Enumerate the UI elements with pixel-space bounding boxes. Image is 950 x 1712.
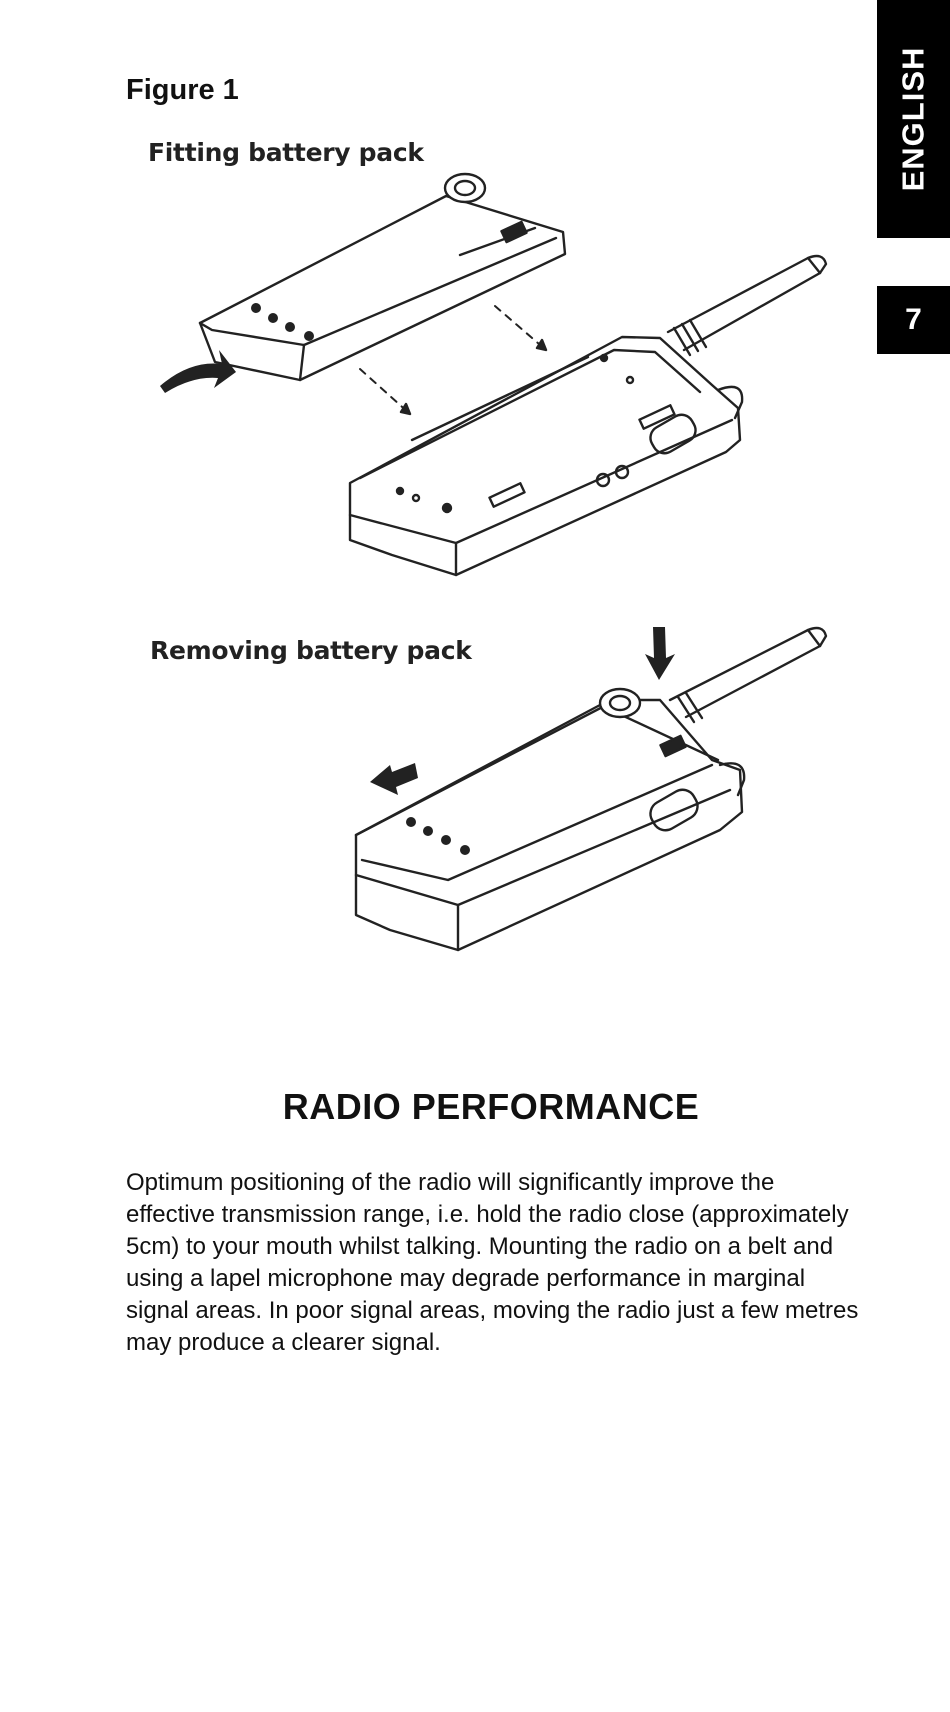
figure-label: Figure 1 bbox=[126, 74, 239, 106]
battery-contacts-lower bbox=[406, 817, 470, 855]
section-title: RADIO PERFORMANCE bbox=[282, 1086, 700, 1127]
removing-battery-caption: Removing battery pack bbox=[150, 636, 472, 665]
radio-body-open bbox=[348, 335, 744, 577]
antenna-upper bbox=[666, 254, 828, 357]
fitting-battery-caption: Fitting battery pack bbox=[148, 138, 424, 167]
radio-with-battery bbox=[354, 687, 746, 952]
page-number-tab: 7 bbox=[877, 286, 950, 354]
section-body: Optimum positioning of the radio will si… bbox=[126, 1169, 859, 1356]
slide-arrow-icon bbox=[370, 763, 418, 795]
language-tab: ENGLISH bbox=[877, 0, 950, 238]
page-number: 7 bbox=[905, 303, 922, 336]
insert-arrow-icon bbox=[160, 350, 236, 393]
antenna-lower bbox=[668, 626, 828, 724]
alignment-guides bbox=[359, 305, 547, 415]
press-arrow-icon bbox=[645, 627, 675, 680]
battery-contacts bbox=[251, 303, 314, 341]
battery-pack-detached bbox=[198, 172, 567, 382]
battery-pack-illustration bbox=[160, 172, 828, 952]
